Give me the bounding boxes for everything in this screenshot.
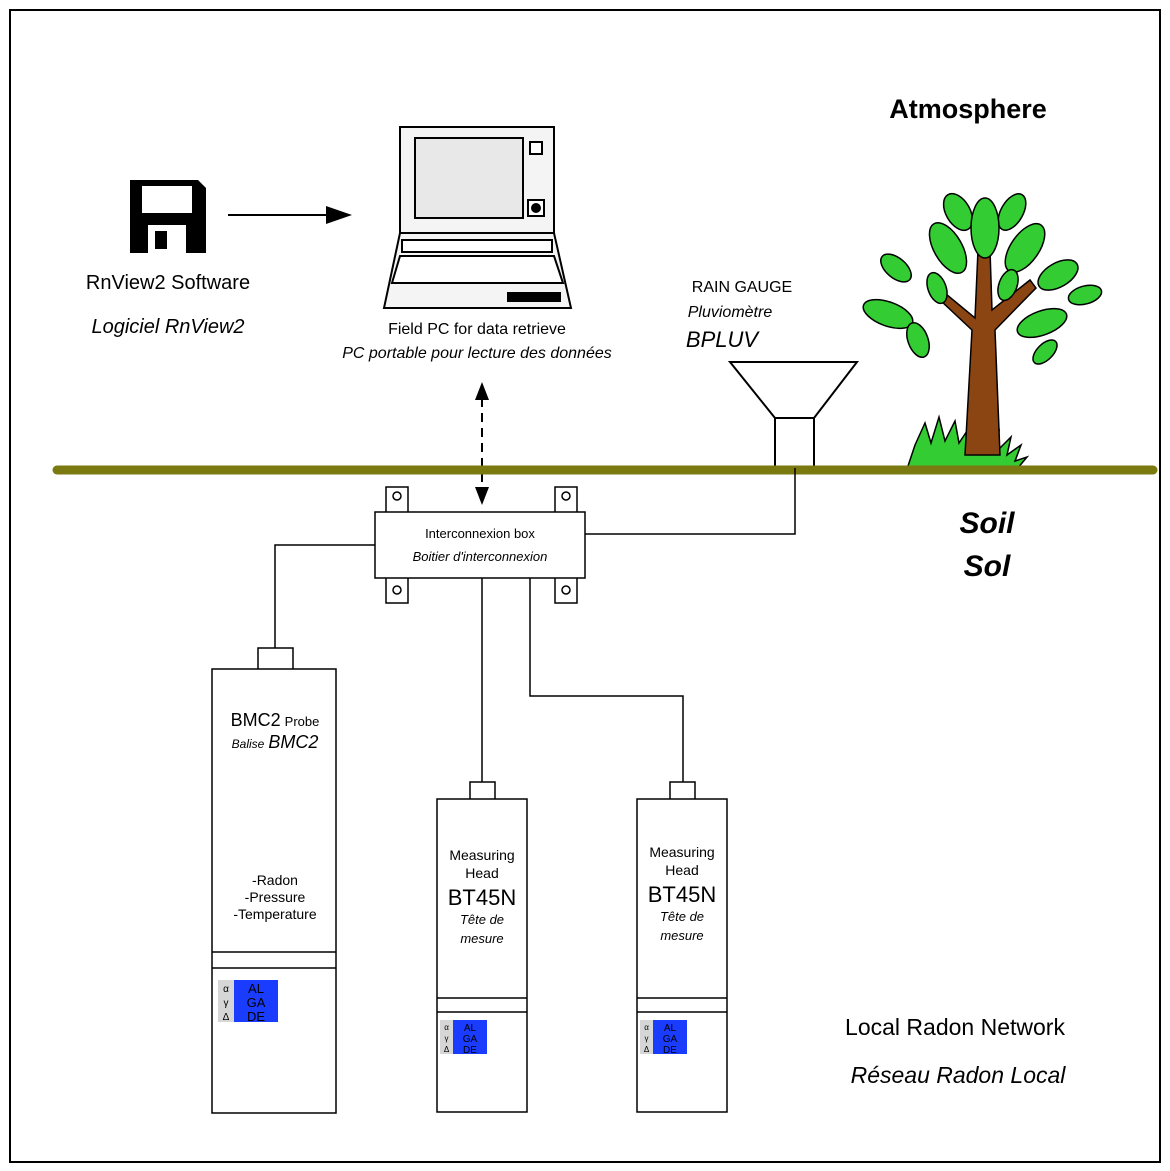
box-label-en: Interconnexion box — [425, 526, 535, 541]
head-2-fr1: Tête de — [660, 909, 704, 924]
svg-text:GA: GA — [663, 1034, 678, 1045]
svg-text:α: α — [223, 984, 229, 995]
bmc2-measure-pressure: -Pressure — [245, 889, 306, 905]
measuring-head-1: Measuring Head BT45N Tête de mesure α γ … — [436, 781, 528, 1113]
svg-text:γ: γ — [645, 1034, 649, 1043]
measuring-head-2: Measuring Head BT45N Tête de mesure α γ … — [636, 781, 728, 1113]
rain-gauge-icon — [727, 361, 860, 469]
software-label-en: RnView2 Software — [86, 272, 250, 294]
network-cables — [274, 468, 796, 782]
svg-text:DE: DE — [663, 1045, 677, 1056]
laptop-icon — [382, 126, 573, 309]
svg-text:γ: γ — [224, 998, 229, 1009]
bmc2-measure-radon: -Radon — [252, 872, 298, 888]
head-1-fr2: mesure — [460, 931, 503, 946]
algade-logo: α γ Δ AL GA DE — [640, 1020, 687, 1056]
algade-logo: α γ Δ AL GA DE — [218, 980, 278, 1024]
svg-text:α: α — [444, 1023, 449, 1032]
head-2-line2: Head — [665, 862, 698, 878]
bmc2-measure-temperature: -Temperature — [233, 906, 316, 922]
head-2-fr2: mesure — [660, 928, 703, 943]
head-1-line2: Head — [465, 865, 498, 881]
network-label-en: Local Radon Network — [845, 1014, 1065, 1040]
svg-text:Δ: Δ — [644, 1045, 650, 1054]
svg-text:GA: GA — [463, 1034, 478, 1045]
svg-text:γ: γ — [445, 1034, 449, 1043]
install-arrow — [228, 206, 352, 224]
floppy-disk-icon — [130, 180, 206, 253]
software-label-fr: Logiciel RnView2 — [91, 316, 244, 338]
svg-text:DE: DE — [463, 1045, 477, 1056]
field-pc-label-en: Field PC for data retrieve — [388, 321, 566, 338]
head-1-model: BT45N — [448, 885, 516, 910]
svg-text:α: α — [644, 1023, 649, 1032]
data-link-arrow — [475, 382, 489, 505]
svg-text:Δ: Δ — [444, 1045, 450, 1054]
svg-text:AL: AL — [464, 1023, 477, 1034]
box-label-fr: Boitier d'interconnexion — [413, 549, 548, 564]
tree-icon — [862, 192, 1103, 470]
interconnexion-box: Interconnexion box Boitier d'interconnex… — [374, 486, 586, 604]
field-pc-label-fr: PC portable pour lecture des données — [342, 345, 612, 362]
head-2-model: BT45N — [648, 882, 716, 907]
frame-border — [9, 9, 1161, 1163]
soil-label-fr: Sol — [964, 550, 1011, 583]
svg-text:AL: AL — [664, 1023, 677, 1034]
algade-logo: α γ Δ AL GA DE — [440, 1020, 487, 1056]
svg-text:Δ: Δ — [223, 1012, 230, 1023]
rain-gauge-model: BPLUV — [686, 327, 760, 352]
atmosphere-label: Atmosphere — [889, 94, 1047, 124]
head-1-fr1: Tête de — [460, 912, 504, 927]
svg-text:AL: AL — [248, 981, 264, 996]
svg-text:DE: DE — [247, 1009, 265, 1024]
network-label-fr: Réseau Radon Local — [851, 1062, 1067, 1088]
rain-gauge-label-en: RAIN GAUGE — [692, 279, 792, 296]
rain-gauge-label-fr: Pluviomètre — [688, 304, 773, 321]
head-1-line1: Measuring — [449, 847, 514, 863]
svg-text:GA: GA — [247, 995, 266, 1010]
soil-label-en: Soil — [959, 507, 1015, 540]
head-2-line1: Measuring — [649, 844, 714, 860]
